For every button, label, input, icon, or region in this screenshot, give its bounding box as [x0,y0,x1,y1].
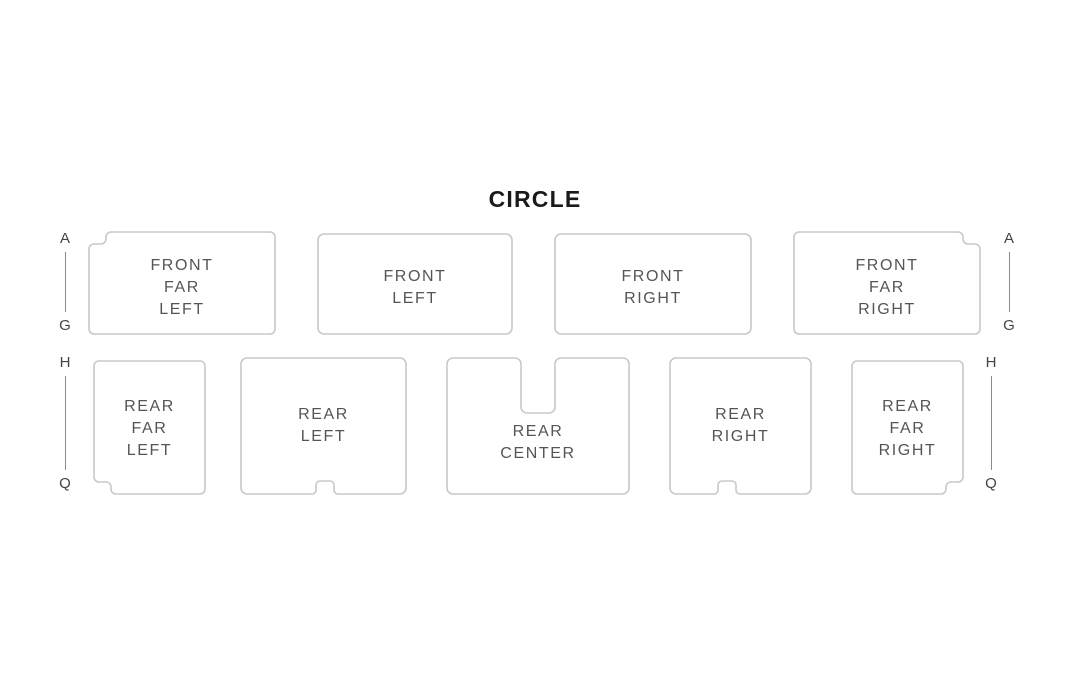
section-shape-front-far-left [88,231,276,335]
section-rear-center[interactable]: REAR CENTER [446,357,630,495]
section-shape-front-far-right [793,231,981,335]
row-range-end-letter: G [1003,317,1015,334]
section-shape-rear-far-right [851,360,964,495]
row-range-start-letter: A [59,230,70,247]
row-range-rule [990,376,992,470]
section-front-right[interactable]: FRONT RIGHT [554,233,752,335]
row-range-start-letter: H [59,354,71,371]
section-shape-rear-far-left [93,360,206,495]
section-rear-right[interactable]: REAR RIGHT [669,357,812,495]
section-shape-front-left [317,233,513,335]
row-range-front-left: A G [52,231,78,333]
row-range-rear-left: H Q [52,355,78,491]
row-range-rear-right: H Q [978,355,1004,491]
section-front-far-left[interactable]: FRONT FAR LEFT [88,231,276,335]
row-range-end-letter: Q [59,475,71,492]
section-front-far-right[interactable]: FRONT FAR RIGHT [793,231,981,335]
row-range-rule [64,252,66,312]
section-rear-far-right[interactable]: REAR FAR RIGHT [851,360,964,495]
row-range-end-letter: Q [985,475,997,492]
section-shape-rear-left [240,357,407,495]
section-shape-rear-right [669,357,812,495]
section-front-left[interactable]: FRONT LEFT [317,233,513,335]
row-range-rule [64,376,66,470]
section-rear-far-left[interactable]: REAR FAR LEFT [93,360,206,495]
row-range-start-letter: H [985,354,997,371]
page-title: CIRCLE [488,186,582,212]
row-range-front-right: A G [996,231,1022,333]
section-shape-rear-center [446,357,630,495]
row-range-end-letter: G [59,317,71,334]
row-range-rule [1008,252,1010,312]
row-range-start-letter: A [1003,230,1014,247]
section-rear-left[interactable]: REAR LEFT [240,357,407,495]
section-shape-front-right [554,233,752,335]
